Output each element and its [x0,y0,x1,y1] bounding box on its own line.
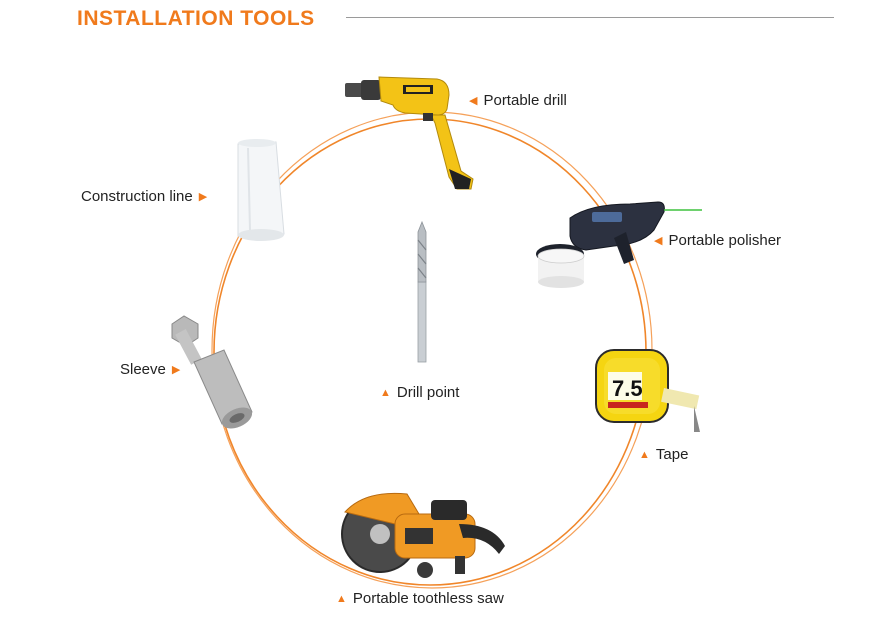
tool-label-tape: ▲ Tape [639,446,688,463]
section-heading: INSTALLATION TOOLS [77,7,315,30]
polisher-icon [536,201,702,288]
tool-label-text: Tape [655,446,689,463]
tool-label-construction-line: Construction line ▶ [81,188,207,205]
right-triangle-icon: ▶ [198,191,208,203]
tool-label-text: Sleeve [120,361,166,378]
drill-icon [345,76,474,190]
tool-label-portable-polisher: ◀ Portable polisher [654,232,781,249]
left-triangle-icon: ◀ [469,95,478,107]
sleeve-icon [171,315,253,429]
tool-label-text: Drill point [396,384,460,401]
up-triangle-icon: ▲ [639,448,650,461]
heading-divider [346,17,834,18]
tape-readout: 7.5 [612,376,643,401]
up-triangle-icon: ▲ [380,386,391,399]
left-triangle-icon: ◀ [654,235,663,247]
tool-label-portable-toothless-saw: ▲ Portable toothless saw [336,590,504,607]
cutoff-saw-icon [341,492,505,578]
tool-label-portable-drill: ◀ Portable drill [469,92,567,109]
tool-label-sleeve: Sleeve ▶ [120,361,180,378]
tape-measure-icon: 7.5 [595,349,700,432]
tool-label-text: Portable drill [483,92,567,109]
drill-bit-icon [417,220,427,363]
up-triangle-icon: ▲ [336,592,347,605]
tool-label-drill-point: ▲ Drill point [380,384,459,401]
right-triangle-icon: ▶ [171,364,181,376]
tool-label-text: Construction line [81,188,193,205]
tool-label-text: Portable toothless saw [352,590,504,607]
tool-label-text: Portable polisher [668,232,782,249]
construction-line-spool-icon [237,139,285,241]
